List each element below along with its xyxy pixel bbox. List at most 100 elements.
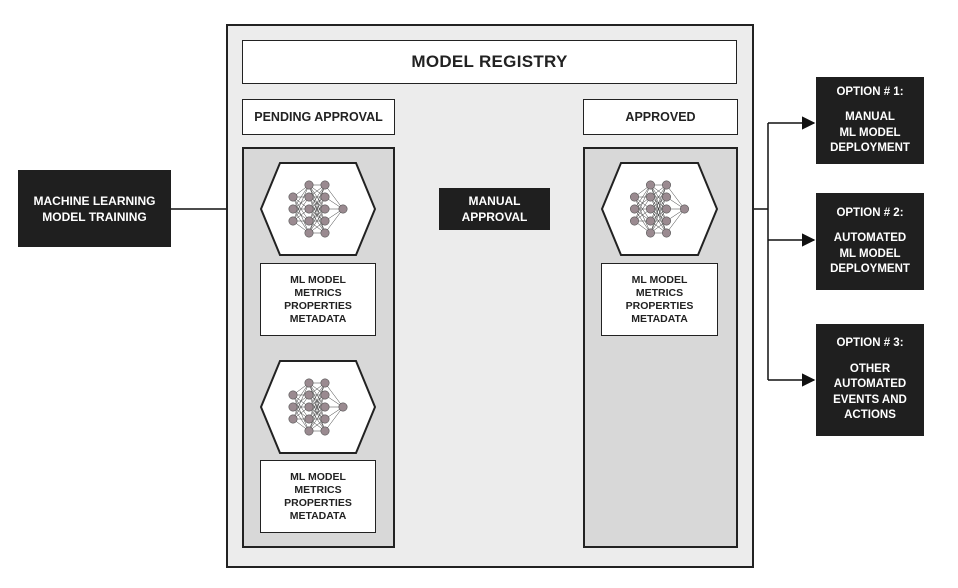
model-metadata-card: ML MODEL METRICS PROPERTIES METADATA: [601, 263, 718, 336]
network-node: [661, 180, 671, 190]
network-edge: [324, 208, 344, 234]
option-2-box: OPTION # 2: AUTOMATED ML MODEL DEPLOYMEN…: [816, 193, 924, 290]
network-node: [320, 192, 330, 202]
metadata-line: METRICS: [635, 286, 684, 299]
registry-title: MODEL REGISTRY: [242, 40, 737, 84]
option-line: DEPLOYMENT: [830, 142, 910, 154]
network-edge: [292, 382, 310, 408]
network-node: [320, 378, 330, 388]
network-edge: [666, 208, 685, 234]
network-node: [645, 180, 655, 190]
metadata-line: METRICS: [294, 286, 342, 299]
network-node: [304, 390, 314, 400]
metadata-line: METADATA: [289, 509, 347, 522]
network-node: [304, 204, 314, 214]
network-edge: [308, 382, 326, 408]
network-node: [661, 228, 671, 238]
option-line: ML MODEL: [839, 126, 901, 139]
network-node: [645, 216, 655, 226]
metadata-line: METRICS: [294, 483, 342, 496]
network-node: [288, 402, 298, 412]
network-node: [320, 180, 330, 190]
network-node: [320, 414, 330, 424]
metadata-line: METADATA: [289, 312, 347, 325]
pending-approval-label: PENDING APPROVAL: [242, 99, 395, 135]
network-node: [320, 390, 330, 400]
option-3-box: OPTION # 3: OTHER AUTOMATED EVENTS AND A…: [816, 324, 924, 436]
network-node: [680, 204, 690, 214]
network-edge: [308, 208, 326, 234]
network-edge: [308, 382, 326, 432]
option-line: EVENTS AND: [833, 393, 907, 406]
network-edge: [650, 184, 667, 222]
network-edge: [292, 184, 310, 210]
network-node: [645, 228, 655, 238]
neural-network-icon: [259, 162, 377, 256]
network-edge: [634, 184, 651, 210]
metadata-line: PROPERTIES: [284, 299, 352, 312]
option-line: ML MODEL: [839, 247, 901, 260]
option-line: DEPLOYMENT: [830, 263, 910, 275]
network-edge: [650, 208, 667, 234]
option-title: OPTION # 3:: [836, 337, 904, 350]
option-title: OPTION # 2:: [836, 206, 904, 219]
network-node: [304, 426, 314, 436]
network-edge: [292, 196, 310, 222]
metadata-line: ML MODEL: [290, 273, 346, 286]
network-node: [288, 192, 298, 202]
network-edge: [650, 184, 667, 234]
metadata-line: ML MODEL: [290, 470, 346, 483]
training-box: MACHINE LEARNING MODEL TRAINING: [18, 170, 171, 247]
network-edge: [650, 196, 667, 234]
network-node: [661, 216, 671, 226]
network-node: [288, 216, 298, 226]
network-edge: [650, 184, 667, 210]
network-node: [304, 414, 314, 424]
network-node: [304, 378, 314, 388]
network-node: [645, 192, 655, 202]
network-edge: [308, 184, 326, 222]
manual-approval-line: MANUAL: [468, 194, 521, 208]
option-title: OPTION # 1:: [836, 85, 904, 98]
network-node: [304, 180, 314, 190]
option-1-box: OPTION # 1: MANUAL ML MODEL DEPLOYMENT: [816, 77, 924, 164]
neural-network-icon: [600, 162, 719, 256]
model-hexagon-approved: [600, 162, 719, 256]
metadata-line: ML MODEL: [631, 273, 688, 286]
network-node: [320, 402, 330, 412]
approved-label: APPROVED: [583, 99, 738, 135]
option-line: AUTOMATED: [833, 378, 907, 391]
network-edge: [308, 196, 326, 234]
model-hexagon-pending-1: [259, 162, 377, 256]
network-edge: [308, 184, 326, 210]
network-edge: [292, 184, 310, 222]
network-node: [304, 192, 314, 202]
manual-approval-line: APPROVAL: [461, 210, 528, 224]
metadata-line: METADATA: [631, 312, 688, 325]
network-node: [338, 402, 348, 412]
network-edge: [634, 196, 651, 222]
model-hexagon-pending-2: [259, 360, 377, 454]
metadata-line: PROPERTIES: [625, 299, 694, 312]
network-node: [304, 216, 314, 226]
network-edge: [308, 406, 326, 432]
network-node: [320, 204, 330, 214]
network-node: [629, 216, 639, 226]
option-line: OTHER: [849, 362, 891, 375]
network-node: [304, 228, 314, 238]
option-line: AUTOMATED: [833, 232, 907, 244]
network-node: [320, 426, 330, 436]
network-edge: [324, 184, 344, 210]
model-metadata-card: ML MODEL METRICS PROPERTIES METADATA: [260, 460, 376, 533]
network-node: [629, 204, 639, 214]
network-edge: [324, 406, 344, 432]
metadata-line: PROPERTIES: [284, 496, 352, 509]
network-edge: [634, 184, 651, 222]
network-node: [304, 402, 314, 412]
network-node: [288, 204, 298, 214]
network-node: [338, 204, 348, 214]
network-edge: [308, 184, 326, 234]
network-edge: [292, 382, 310, 420]
neural-network-icon: [259, 360, 377, 454]
training-line: MODEL TRAINING: [42, 209, 147, 224]
